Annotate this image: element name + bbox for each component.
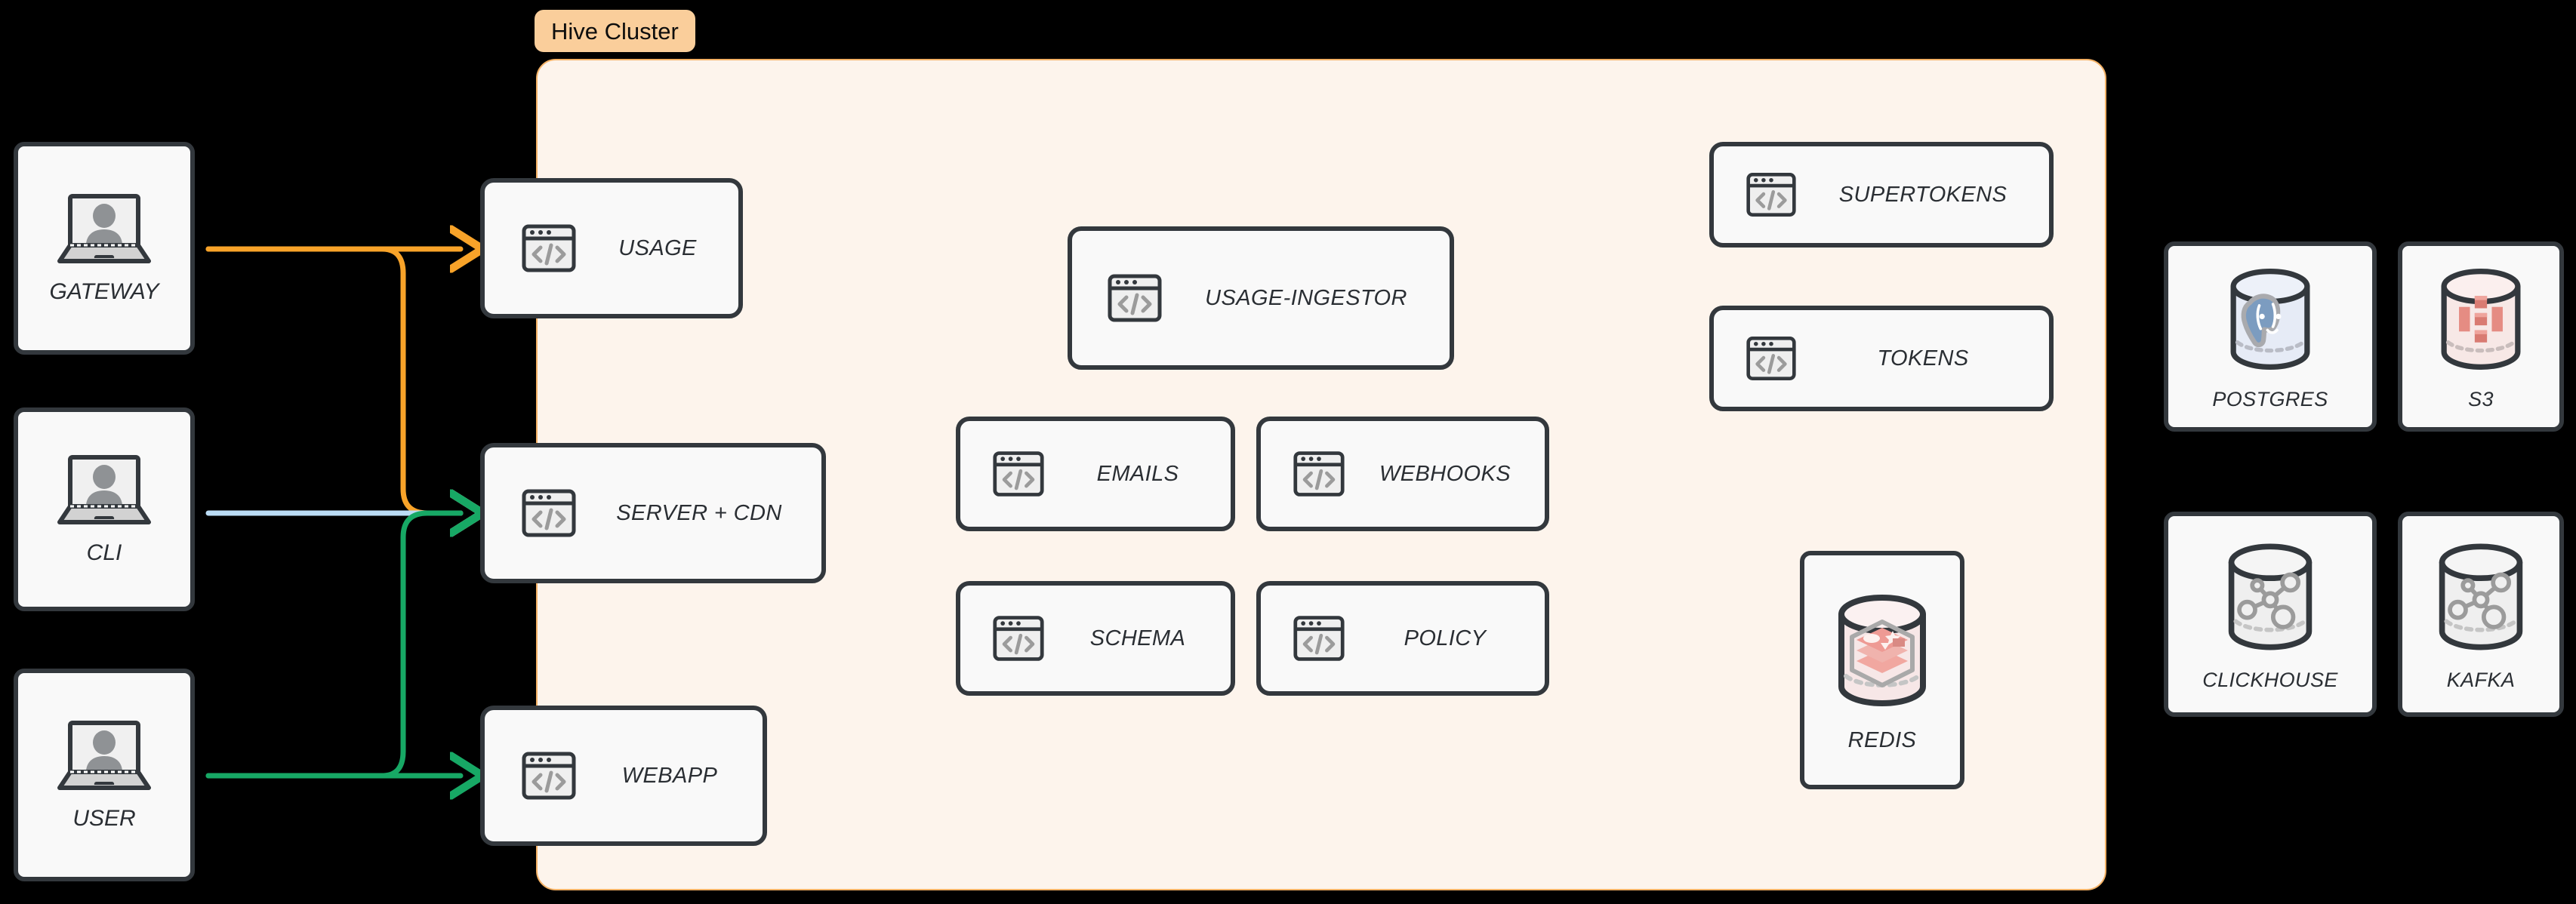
laptop-user-icon xyxy=(54,453,154,528)
service-node-label: POLICY xyxy=(1404,626,1487,650)
clickhouse-cylinder-icon xyxy=(2214,537,2326,661)
client-node-label: GATEWAY xyxy=(49,279,159,304)
client-node-label: USER xyxy=(72,806,136,831)
datastore-node-label: REDIS xyxy=(1847,728,1917,752)
datastore-node-redis[interactable]: REDIS xyxy=(1800,551,1964,789)
service-node-label: EMAILS xyxy=(1096,461,1179,486)
redis-cylinder-icon xyxy=(1825,587,1940,718)
datastore-node-label: KAFKA xyxy=(2446,669,2516,691)
datastore-node-clickhouse[interactable]: CLICKHOUSE xyxy=(2164,512,2377,717)
code-window-icon xyxy=(1746,169,1797,220)
code-window-icon xyxy=(1293,447,1345,500)
service-node-webhooks[interactable]: WEBHOOKS xyxy=(1256,417,1549,531)
client-node-label: CLI xyxy=(86,540,122,565)
service-node-label: USAGE-INGESTOR xyxy=(1205,285,1407,310)
code-window-icon xyxy=(992,447,1045,500)
laptop-user-icon xyxy=(54,192,154,267)
hive-cluster-badge-label: Hive Cluster xyxy=(551,17,679,45)
code-window-icon xyxy=(521,748,577,804)
datastore-node-label: CLICKHOUSE xyxy=(2202,669,2338,691)
service-node-emails[interactable]: EMAILS xyxy=(956,417,1235,531)
s3-cylinder-icon xyxy=(2425,262,2537,380)
service-node-schema[interactable]: SCHEMA xyxy=(956,581,1235,696)
service-node-label: USAGE xyxy=(618,235,697,260)
service-node-label: WEBAPP xyxy=(621,763,718,788)
datastore-node-label: POSTGRES xyxy=(2212,388,2328,410)
code-window-icon xyxy=(1107,270,1163,326)
service-node-usage[interactable]: USAGE xyxy=(480,178,743,318)
laptop-user-icon xyxy=(54,718,154,794)
datastore-node-postgres[interactable]: POSTGRES xyxy=(2164,241,2377,432)
client-node-user[interactable]: USER xyxy=(14,669,195,881)
datastore-node-s3[interactable]: S3 xyxy=(2398,241,2564,432)
service-node-tokens[interactable]: TOKENS xyxy=(1709,306,2054,411)
service-node-label: WEBHOOKS xyxy=(1379,461,1511,486)
service-node-policy[interactable]: POLICY xyxy=(1256,581,1549,696)
service-node-supertokens[interactable]: SUPERTOKENS xyxy=(1709,142,2054,248)
client-node-cli[interactable]: CLI xyxy=(14,407,195,611)
code-window-icon xyxy=(521,485,577,541)
code-window-icon xyxy=(1746,333,1797,384)
code-window-icon xyxy=(1293,612,1345,665)
service-node-webapp[interactable]: WEBAPP xyxy=(480,706,767,846)
code-window-icon xyxy=(521,220,577,276)
wire-user-to-server-cdn xyxy=(205,513,461,779)
hive-cluster-badge: Hive Cluster xyxy=(535,10,695,52)
service-node-usage-ingestor[interactable]: USAGE-INGESTOR xyxy=(1068,226,1454,370)
postgres-cylinder-icon xyxy=(2214,262,2326,380)
wire-gateway-to-server-cdn xyxy=(205,246,461,513)
service-node-label: SERVER + CDN xyxy=(616,500,782,525)
service-node-label: TOKENS xyxy=(1877,346,1969,371)
client-node-gateway[interactable]: GATEWAY xyxy=(14,142,195,355)
code-window-icon xyxy=(992,612,1045,665)
service-node-server-cdn[interactable]: SERVER + CDN xyxy=(480,443,826,583)
datastore-node-label: S3 xyxy=(2468,388,2494,410)
datastore-node-kafka[interactable]: KAFKA xyxy=(2398,512,2564,717)
service-node-label: SCHEMA xyxy=(1089,626,1186,650)
kafka-cylinder-icon xyxy=(2425,537,2537,661)
service-node-label: SUPERTOKENS xyxy=(1838,182,2007,207)
